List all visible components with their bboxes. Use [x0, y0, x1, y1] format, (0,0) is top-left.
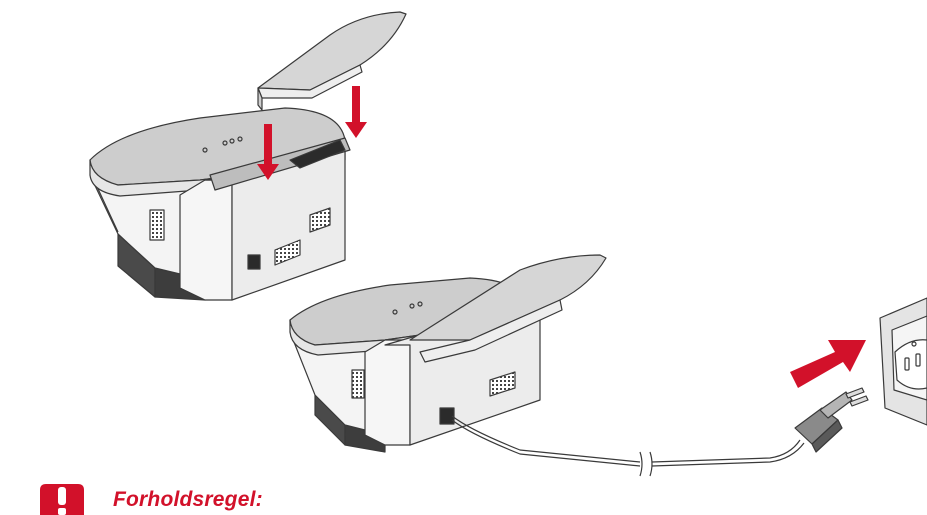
wall-outlet-icon: [879, 297, 927, 426]
power-cord: [451, 415, 805, 477]
caution-heading: Forholdsregel:: [113, 488, 263, 511]
caution-icon: [40, 484, 84, 515]
paper-support: [257, 11, 407, 111]
down-arrow-icon: [345, 86, 367, 138]
printer-top: [89, 107, 351, 301]
plug-icon: [794, 387, 869, 453]
printer-bottom: [289, 254, 607, 453]
right-arrow-icon: [790, 340, 866, 388]
down-arrow-icon: [257, 124, 279, 180]
